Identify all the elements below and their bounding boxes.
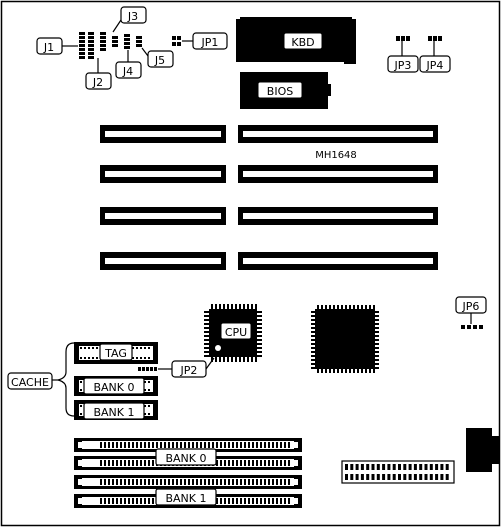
j5-label: J5 <box>154 54 165 67</box>
j3-callout <box>120 6 147 24</box>
jp3-label: JP3 <box>394 59 412 72</box>
cache-bank1-label: BANK 1 <box>93 406 134 419</box>
j4-label: J4 <box>122 65 133 78</box>
bios-label: BIOS <box>267 85 293 98</box>
cache-section: CACHE TAG BANK 0 BANK 1 JP2 <box>7 342 215 420</box>
jp6-label: JP6 <box>462 300 480 313</box>
cpu-chip: CPU <box>204 304 262 362</box>
bottom-right-header <box>341 460 455 484</box>
simm-bank0-label: BANK 0 <box>165 452 206 465</box>
cache-label: CACHE <box>11 376 49 389</box>
jp3-jp4-group: JP3 JP4 <box>387 36 451 73</box>
simm-bank1-label: BANK 1 <box>165 492 206 505</box>
jp1-pins <box>172 36 181 46</box>
jp6-group: JP6 <box>455 296 487 329</box>
jp2-label: JP2 <box>180 364 198 377</box>
chipset-chip <box>311 305 379 373</box>
cache-callout <box>7 372 53 390</box>
j2-label: J2 <box>92 76 103 89</box>
board-model-label: MH1648 <box>315 150 357 161</box>
j3-label: J3 <box>127 10 138 23</box>
jp3-callout <box>387 55 419 73</box>
jumper-cluster-top-left: J1 J2 J3 J4 J5 JP1 <box>36 6 228 90</box>
kbd-label: KBD <box>291 36 314 49</box>
j5-callout <box>147 50 174 68</box>
kbd-chip: KBD <box>236 17 356 64</box>
jp4-label: JP4 <box>426 59 444 72</box>
power-connector <box>466 428 500 472</box>
jp1-callout <box>192 32 228 50</box>
bios-chip: BIOS <box>240 72 331 109</box>
jp2-pins <box>138 367 157 371</box>
jp1-label: JP1 <box>201 36 219 49</box>
cache-bank0-label: BANK 0 <box>93 381 134 394</box>
cache-tag-label: TAG <box>104 347 127 360</box>
cpu-label: CPU <box>225 326 247 339</box>
jp4-callout <box>419 55 451 73</box>
expansion-slots <box>100 125 438 270</box>
j1-label: J1 <box>43 41 54 54</box>
